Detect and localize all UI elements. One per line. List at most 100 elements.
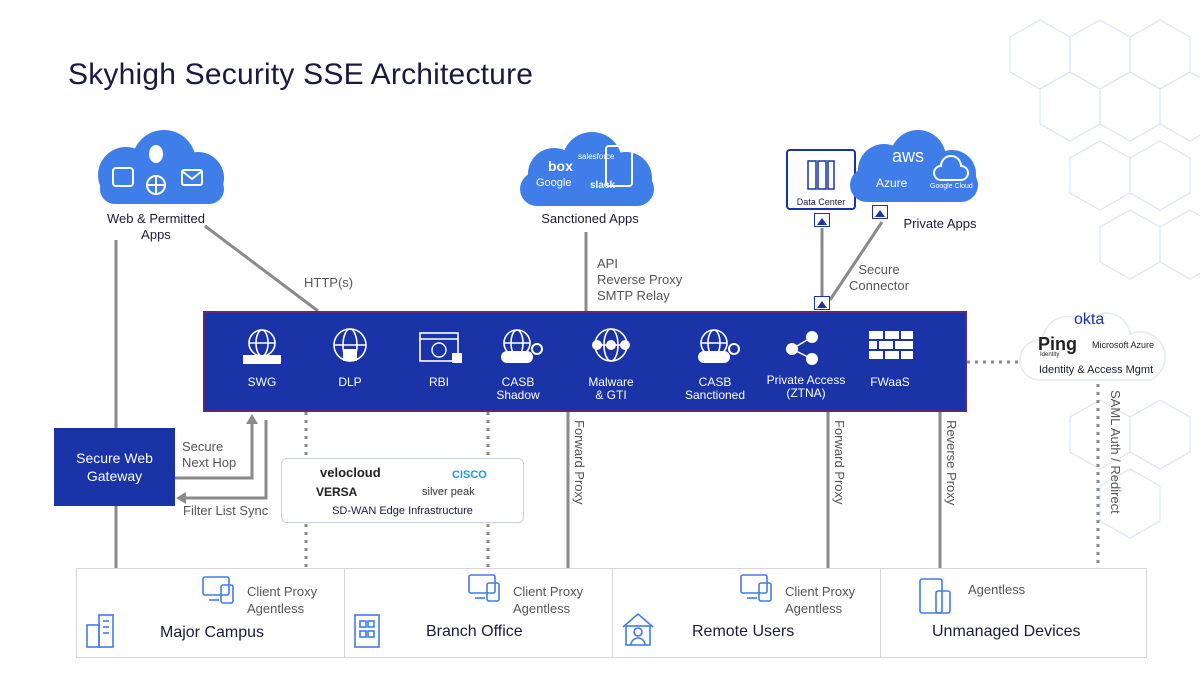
secure-line: Secure <box>182 439 224 454</box>
devices-icon <box>740 574 772 602</box>
logo-ping: Ping <box>1038 334 1077 354</box>
server-icon <box>807 160 835 190</box>
location-name: Branch Office <box>426 623 523 640</box>
secure-connector-label: Secure Connector <box>844 262 914 294</box>
reverse-proxy-label: Reverse Proxy <box>944 420 959 506</box>
cloud-gear-icon <box>698 329 740 363</box>
up-arrow-icon <box>817 301 827 308</box>
sub-line: Client Proxy <box>785 584 856 599</box>
private-apps-cloud <box>850 130 978 202</box>
identity-cloud <box>1019 312 1166 381</box>
reverse-proxy-line: Reverse Proxy <box>597 272 683 287</box>
sanctioned-apps-cloud <box>520 132 654 206</box>
module-swg[interactable]: SWG <box>217 313 307 410</box>
web-apps-cloud <box>98 130 224 204</box>
location-major-campus[interactable]: Client Proxy Agentless Major Campus <box>77 569 345 657</box>
module-sublabel: & GTI <box>595 388 627 402</box>
secure-web-gateway-box: Secure Web Gateway <box>54 428 175 506</box>
location-branch-office[interactable]: Client Proxy Agentless Branch Office <box>344 569 613 657</box>
swg-line-2: Gateway <box>86 468 143 484</box>
module-label: Malware <box>588 375 634 389</box>
saml-label: SAML Auth / Redirect <box>1108 390 1123 514</box>
sse-platform-bar: SWG DLP RBI CASB Shadow Malware & G <box>203 311 967 412</box>
module-sublabel: Sanctioned <box>684 388 746 402</box>
logo-cisco: CISCO <box>452 469 487 481</box>
logo-microsoft-azure: Microsoft Azure <box>1092 340 1155 350</box>
logo-box: box <box>548 158 573 174</box>
sdwan-label: SD-WAN Edge Infrastructure <box>332 505 473 517</box>
devices-icon <box>468 574 500 602</box>
module-private-access[interactable]: Private Access (ZTNA) <box>756 313 856 410</box>
swg-line-1: Secure Web <box>76 450 153 466</box>
forward-proxy-label: Forward Proxy <box>832 420 847 505</box>
office-building-icon <box>354 614 380 648</box>
hexagon-pattern <box>1009 19 1200 539</box>
location-name: Major Campus <box>160 624 265 641</box>
logo-velocloud: velocloud <box>320 465 381 480</box>
module-label: Private Access <box>766 373 846 387</box>
sanctioned-apps-label: Sanctioned Apps <box>541 211 639 226</box>
module-label: SWG <box>247 375 277 389</box>
connector-line: Connector <box>849 278 909 293</box>
datacenter-label: Data Center <box>796 197 846 207</box>
private-connector <box>872 205 888 219</box>
bar-connector <box>814 296 830 310</box>
location-unmanaged-devices[interactable]: Agentless Unmanaged Devices <box>880 569 1146 657</box>
sub-line: Client Proxy <box>513 584 584 599</box>
module-casb-sanctioned[interactable]: CASB Sanctioned <box>670 313 760 410</box>
sub-line: Agentless <box>785 601 843 616</box>
sub-line: Agentless <box>513 601 571 616</box>
network-nodes-icon <box>786 331 818 365</box>
module-malware-gti[interactable]: Malware & GTI <box>566 313 656 410</box>
identity-label: Identity & Access Mgmt <box>1038 364 1154 376</box>
home-user-icon <box>622 612 654 646</box>
globe-server-icon <box>243 329 281 364</box>
location-remote-users[interactable]: Client Proxy Agentless Remote Users <box>612 569 881 657</box>
module-label: FWaaS <box>870 375 910 389</box>
globe-shield-icon <box>592 328 630 362</box>
module-sublabel: Shadow <box>496 388 540 402</box>
logo-okta: okta <box>1074 311 1105 328</box>
sdwan-box: velocloud CISCO VERSA silver peak SD-WAN… <box>281 458 524 523</box>
locations-panel: Client Proxy Agentless Major Campus Clie… <box>76 568 1147 658</box>
next-hop-line: Next Hop <box>182 455 237 470</box>
module-rbi[interactable]: RBI <box>394 313 484 410</box>
location-sub: Client Proxy Agentless <box>785 583 855 617</box>
location-name: Unmanaged Devices <box>932 623 1081 640</box>
module-label: RBI <box>428 375 449 389</box>
up-arrow-icon <box>817 218 827 225</box>
location-sub: Client Proxy Agentless <box>247 583 317 617</box>
logo-aws: aws <box>892 146 925 166</box>
logo-google: Google <box>536 177 572 189</box>
firewall-icon <box>869 331 913 359</box>
module-label: DLP <box>338 375 362 389</box>
smtp-relay-line: SMTP Relay <box>597 288 670 303</box>
module-fwaas[interactable]: FWaaS <box>845 313 935 410</box>
logo-azure: Azure <box>876 176 908 190</box>
logo-ping-identity: Identity <box>1040 352 1060 358</box>
module-label: CASB <box>698 375 732 389</box>
api-label: API Reverse Proxy SMTP Relay <box>597 256 682 304</box>
web-apps-label: Web & Permitted Apps <box>106 211 206 242</box>
private-apps-label: Private Apps <box>903 216 977 231</box>
up-arrow-icon <box>875 210 885 217</box>
sub-line: Client Proxy <box>247 584 318 599</box>
datacenter-box: Data Center <box>786 149 856 210</box>
secure-line: Secure <box>858 262 900 277</box>
browser-lock-icon <box>419 332 462 363</box>
tablet-phone-icon <box>919 578 951 614</box>
logo-salesforce: salesforce <box>578 152 615 161</box>
module-sublabel: (ZTNA) <box>786 386 826 400</box>
logo-versa: VERSA <box>316 485 358 499</box>
location-name: Remote Users <box>692 623 795 640</box>
module-label: CASB <box>501 375 535 389</box>
cloud-gear-icon <box>501 329 543 363</box>
sub-line: Agentless <box>247 601 305 616</box>
module-casb-shadow[interactable]: CASB Shadow <box>473 313 563 410</box>
logo-slack: slack <box>590 180 616 191</box>
http-label: HTTP(s) <box>304 275 354 290</box>
module-dlp[interactable]: DLP <box>305 313 395 410</box>
location-sub: Agentless <box>968 581 1025 598</box>
page-title: Skyhigh Security SSE Architecture <box>68 58 534 91</box>
